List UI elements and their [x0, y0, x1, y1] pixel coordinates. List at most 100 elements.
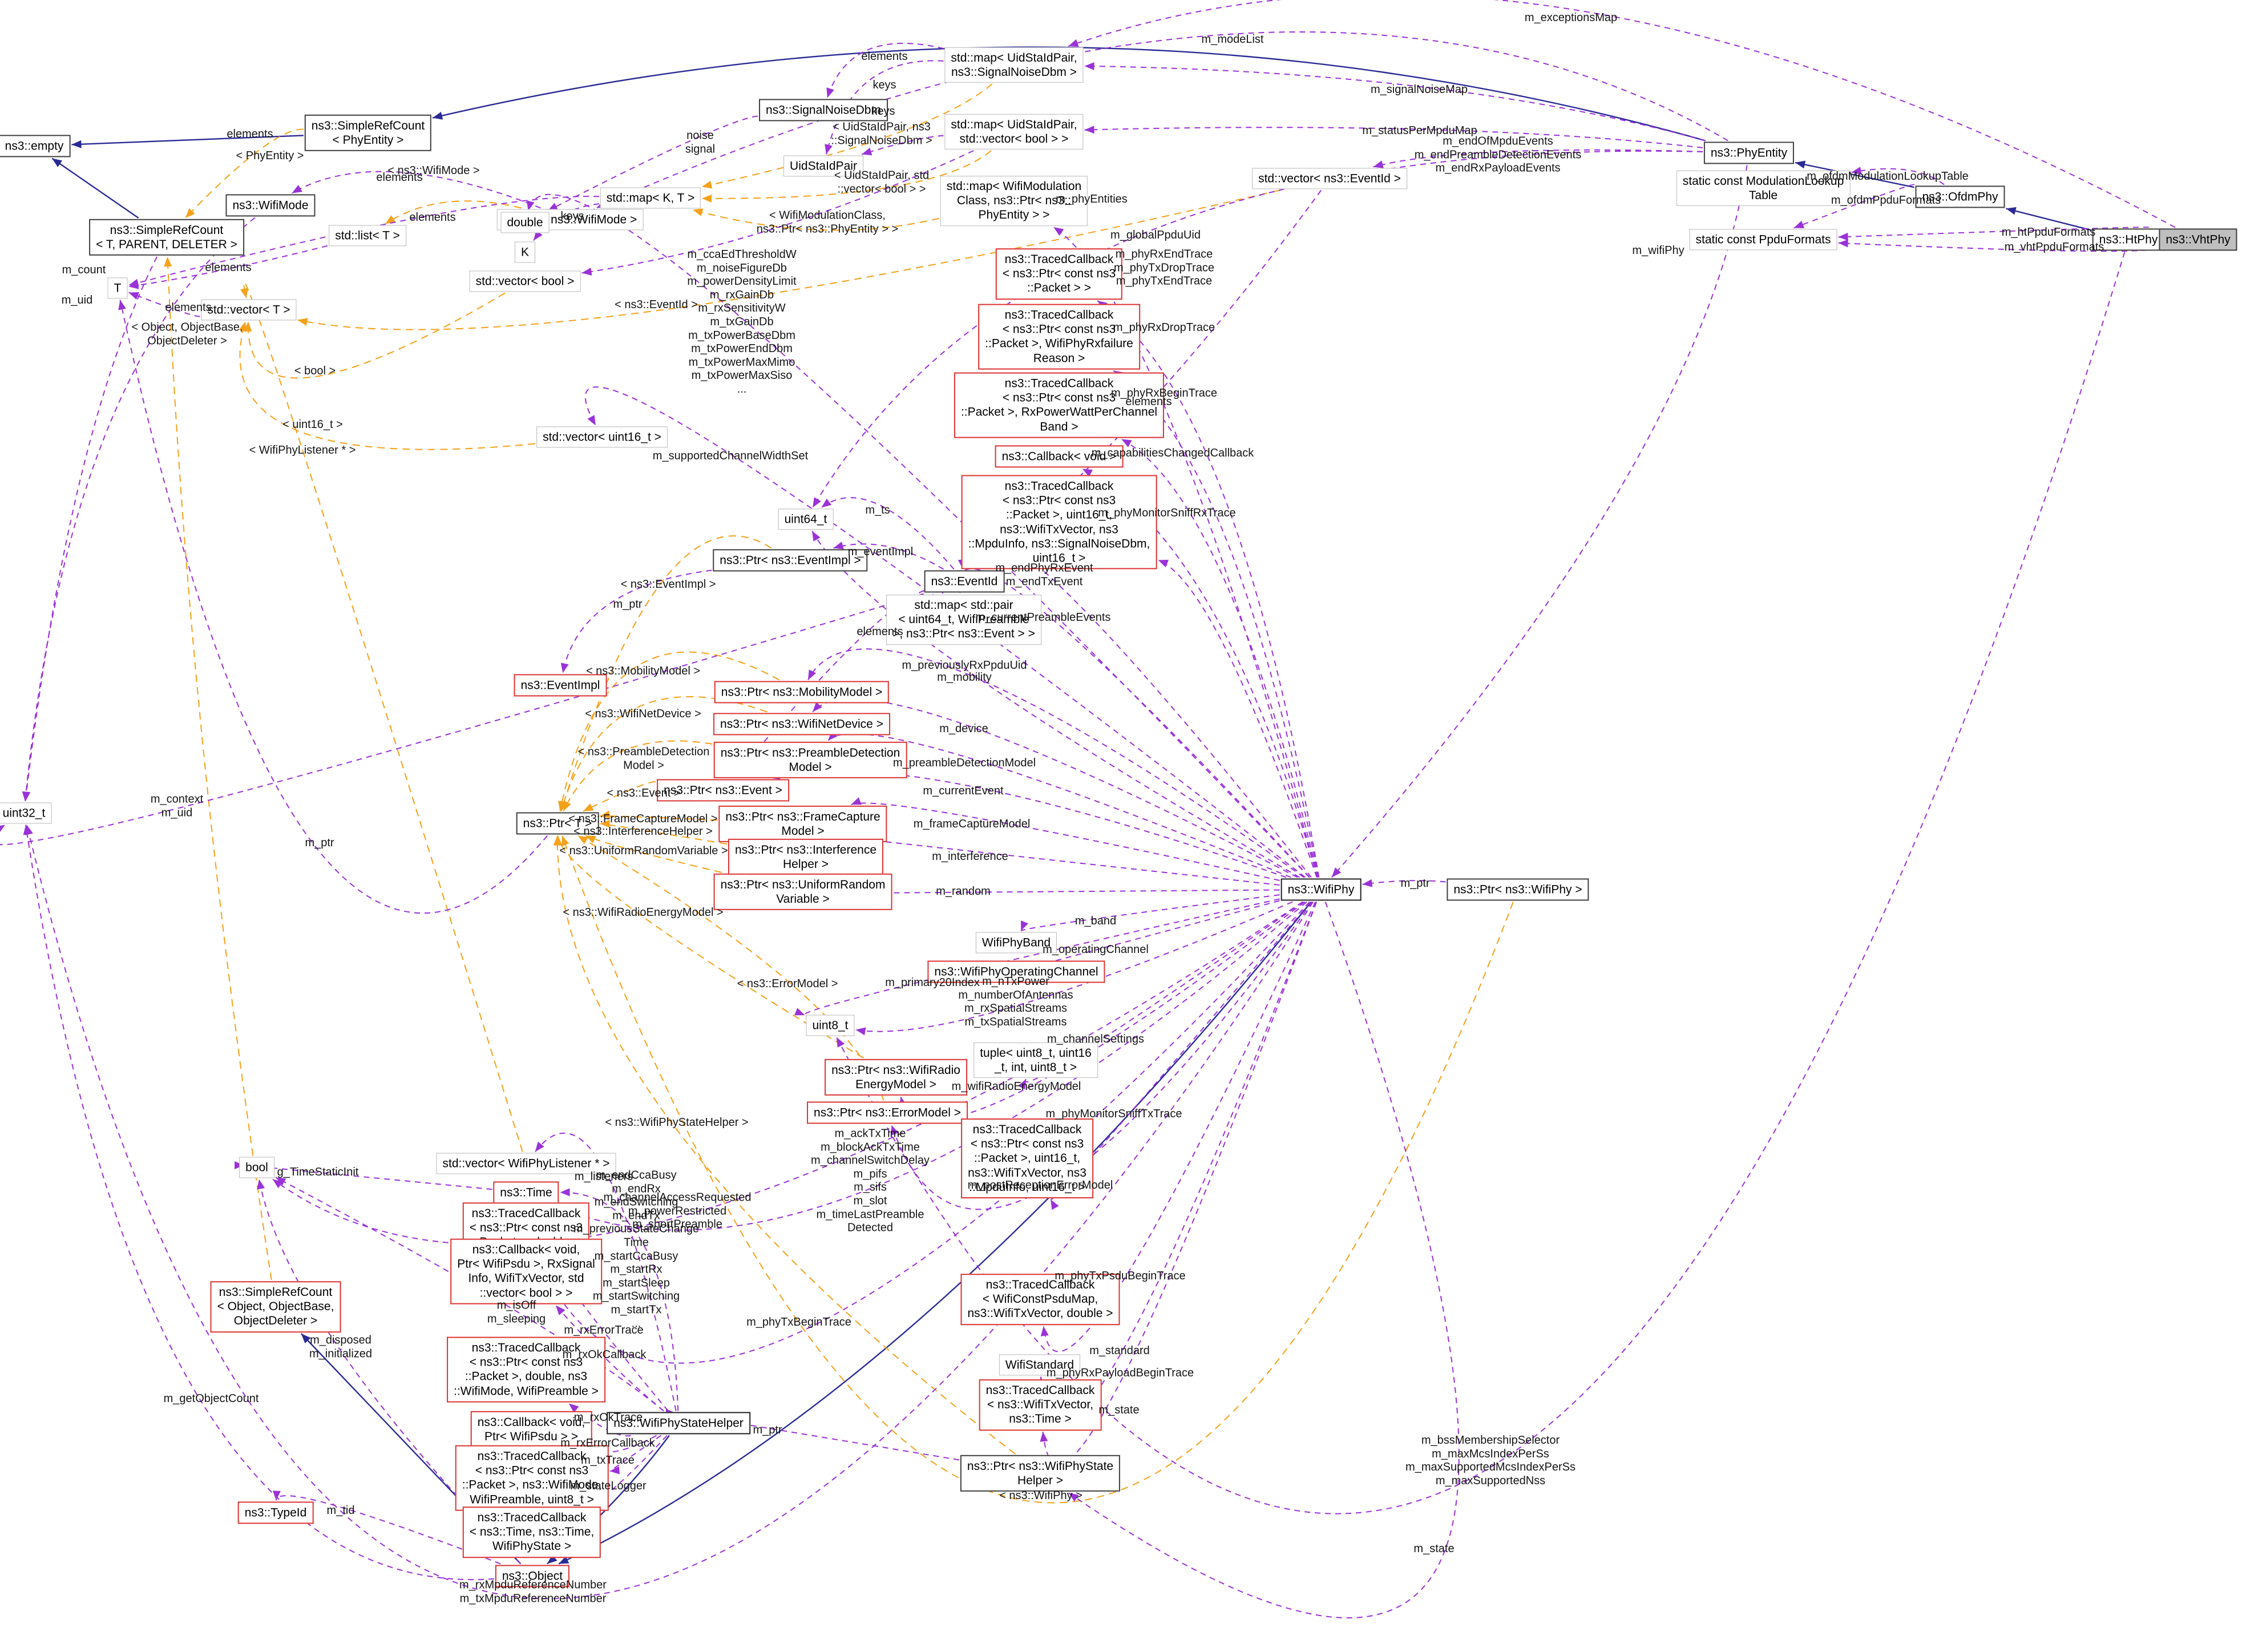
class-node-ppdufmt[interactable]: static const PpduFormats [1689, 229, 1837, 251]
class-node-ptr_mob[interactable]: ns3::Ptr< ns3::MobilityModel > [714, 681, 890, 704]
class-node-ptr_ih[interactable]: ns3::Ptr< ns3::Interference Helper > [728, 838, 884, 876]
class-node-vec_bool[interactable]: std::vector< bool > [469, 270, 581, 292]
edge-map_vb-uidpair [861, 135, 944, 155]
class-node-map_vb[interactable]: std::map< UidStaIdPair, std::vector< boo… [944, 114, 1084, 150]
class-node-src_tpd[interactable]: ns3::SimpleRefCount < T, PARENT, DELETER… [89, 219, 244, 256]
arrowhead-icon [118, 300, 126, 310]
edge-eventid-u64 [821, 497, 955, 570]
arrowhead-icon [22, 791, 31, 802]
class-node-dbl[interactable]: double [500, 212, 550, 233]
class-node-ptr_event[interactable]: ns3::Ptr< ns3::Event > [657, 779, 789, 802]
class-node-src_phy[interactable]: ns3::SimpleRefCount < PhyEntity > [304, 114, 432, 152]
class-node-tc_psdu[interactable]: ns3::TracedCallback < WifiConstPsduMap, … [960, 1274, 1120, 1325]
class-node-uidpair[interactable]: UidStaIdPair [783, 155, 863, 177]
edge-wifiphy-ptr_fcm [851, 802, 1280, 881]
arrowhead-icon [2006, 207, 2017, 215]
edge-ptr_event-ptr_t [583, 781, 656, 812]
class-node-vec_eid[interactable]: std::vector< ns3::EventId > [1252, 168, 1407, 189]
class-node-ptr_eimpl[interactable]: ns3::Ptr< ns3::EventImpl > [713, 549, 868, 572]
edge-wifimode-u32 [25, 217, 256, 802]
class-node-wifimode[interactable]: ns3::WifiMode [225, 194, 316, 217]
class-node-u8[interactable]: uint8_t [806, 1015, 855, 1036]
class-node-tc_txv[interactable]: ns3::TracedCallback < ns3::WifiTxVector,… [979, 1379, 1102, 1431]
class-node-cb_rxok[interactable]: ns3::Callback< void, Ptr< WifiPsdu >, Rx… [450, 1238, 602, 1304]
edge-ptr_fcm-ptr_t [600, 815, 718, 821]
class-node-ptr_em[interactable]: ns3::Ptr< ns3::ErrorModel > [807, 1101, 968, 1124]
class-node-cb_void[interactable]: ns3::Callback< void > [995, 445, 1124, 468]
arrowhead-icon [272, 1491, 281, 1501]
class-node-tc_pdwp[interactable]: ns3::TracedCallback < ns3::Ptr< const ns… [447, 1336, 605, 1403]
edge-vht-map_snd [1068, 0, 2176, 228]
class-node-tc_sniffRx[interactable]: ns3::TracedCallback < ns3::Ptr< const ns… [961, 475, 1157, 569]
edge-object-bool [258, 1179, 521, 1565]
class-node-tc_wmwp[interactable]: ns3::TracedCallback < ns3::Ptr< const ns… [455, 1445, 609, 1511]
class-node-ptr_wpsh[interactable]: ns3::Ptr< ns3::WifiPhyState Helper > [960, 1455, 1121, 1492]
arrowhead-icon [1040, 1432, 1048, 1442]
class-node-modlut[interactable]: static const ModulationLookup Table [1676, 170, 1851, 207]
class-node-ptr_pdm[interactable]: ns3::Ptr< ns3::PreambleDetection Model > [713, 741, 907, 779]
arrowhead-icon [555, 1305, 565, 1315]
class-node-time[interactable]: ns3::Time [493, 1181, 559, 1204]
class-node-vec_wpl[interactable]: std::vector< WifiPhyListener * > [436, 1153, 616, 1174]
class-node-eventid[interactable]: ns3::EventId [924, 570, 1005, 593]
class-node-map_wmc[interactable]: std::map< WifiModulation Class, ns3::Ptr… [940, 176, 1088, 226]
edge-ptr_eimpl-evimpl [562, 569, 712, 673]
class-node-tuple[interactable]: tuple< uint8_t, uint16 _t, int, uint8_t … [973, 1042, 1098, 1079]
class-node-vec_t[interactable]: std::vector< T > [201, 299, 297, 321]
class-node-tc_pkt[interactable]: ns3::TracedCallback < ns3::Ptr< const ns… [995, 248, 1123, 300]
class-node-tc_time[interactable]: ns3::TracedCallback < ns3::Time, ns3::Ti… [462, 1506, 601, 1558]
edge-src_tpd-u32 [25, 256, 157, 802]
class-node-ptr_wnd[interactable]: ns3::Ptr< ns3::WifiNetDevice > [713, 713, 890, 736]
edge-eventid-ptr_eimpl [833, 543, 944, 570]
class-node-src_obj[interactable]: ns3::SimpleRefCount < Object, ObjectBase… [210, 1281, 341, 1332]
class-node-tc_rxbegin[interactable]: ns3::TracedCallback < ns3::Ptr< const ns… [954, 372, 1165, 438]
class-node-t[interactable]: T [107, 277, 128, 299]
class-node-wpband[interactable]: WifiPhyBand [975, 932, 1057, 954]
class-node-empty[interactable]: ns3::empty [0, 135, 71, 157]
class-node-phyent[interactable]: ns3::PhyEntity [1703, 142, 1795, 164]
class-node-list_t[interactable]: std::list< T > [329, 225, 406, 247]
edge-src_phy-src_tpd [185, 128, 304, 219]
class-node-ptr_t[interactable]: ns3::Ptr< T > [516, 812, 599, 835]
class-node-k[interactable]: K [514, 241, 536, 263]
arrowhead-icon [563, 801, 571, 811]
class-node-snd[interactable]: ns3::SignalNoiseDbm [759, 99, 888, 122]
class-node-vht[interactable]: ns3::VhtPhy [2159, 228, 2237, 251]
class-node-ptr_urv[interactable]: ns3::Ptr< ns3::UniformRandom Variable > [713, 873, 892, 911]
class-node-evimpl[interactable]: ns3::EventImpl [514, 674, 607, 697]
edge-wifiphy-vec_u16 [584, 386, 1306, 878]
arrowhead-icon [891, 1125, 899, 1136]
arrowhead-icon [813, 497, 821, 508]
arrowhead-icon [1053, 227, 1064, 236]
class-node-wpsh[interactable]: ns3::WifiPhyStateHelper [607, 1412, 750, 1435]
class-node-wstd[interactable]: WifiStandard [999, 1354, 1081, 1376]
class-node-ptr_fcm[interactable]: ns3::Ptr< ns3::FrameCapture Model > [718, 805, 887, 843]
arrowhead-icon [185, 208, 195, 218]
arrowhead-icon [128, 278, 139, 287]
arrowhead-icon [821, 498, 832, 508]
class-node-bool[interactable]: bool [239, 1157, 274, 1178]
edge-eventid-u32 [0, 593, 924, 846]
class-node-map_kt[interactable]: std::map< K, T > [600, 187, 701, 209]
class-node-vec_u16[interactable]: std::vector< uint16_t > [536, 426, 668, 448]
class-node-typeid[interactable]: ns3::TypeId [237, 1501, 314, 1524]
class-node-u64[interactable]: uint64_t [778, 508, 834, 530]
class-node-tc_sniffTx[interactable]: ns3::TracedCallback < ns3::Ptr< const ns… [961, 1118, 1093, 1198]
class-node-u32[interactable]: uint32_t [0, 802, 52, 824]
class-node-tc_rxdrop[interactable]: ns3::TracedCallback < ns3::Ptr< const ns… [978, 304, 1140, 370]
arrowhead-icon [385, 215, 396, 224]
class-node-map_snd[interactable]: std::map< UidStaIdPair, ns3::SignalNoise… [944, 47, 1084, 83]
class-node-ptr_wrem[interactable]: ns3::Ptr< ns3::WifiRadio EnergyModel > [825, 1059, 967, 1096]
class-node-object[interactable]: ns3::Object [495, 1565, 570, 1588]
arrowhead-icon [1838, 232, 1848, 241]
class-node-ofdm[interactable]: ns3::OfdmPhy [1915, 185, 2005, 208]
class-node-wifiphy[interactable]: ns3::WifiPhy [1280, 878, 1362, 901]
arrowhead-icon [239, 321, 247, 332]
class-node-cb_psdu[interactable]: ns3::Callback< void, Ptr< WifiPsdu > > [470, 1411, 592, 1448]
class-node-wpoc[interactable]: ns3::WifiPhyOperatingChannel [927, 960, 1105, 983]
class-node-map_pre[interactable]: std::map< std::pair < uint64_t, WifiPrea… [886, 595, 1041, 645]
class-node-ptr_wifiphy[interactable]: ns3::Ptr< ns3::WifiPhy > [1447, 878, 1589, 901]
edge-wifiphy-u8 [855, 901, 1293, 1032]
class-node-ht[interactable]: ns3::HtPhy [2092, 228, 2165, 251]
edge-wifiphy-ptr_ih [876, 840, 1280, 886]
